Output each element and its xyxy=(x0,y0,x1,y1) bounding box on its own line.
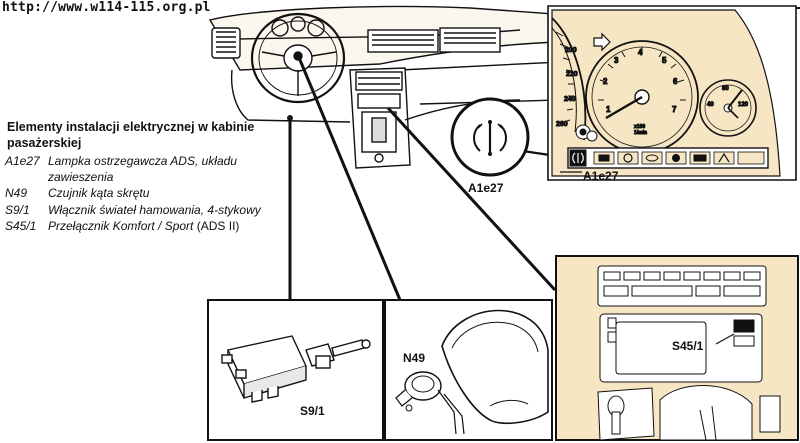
a1e27-lamp-detail: A1e27 xyxy=(450,97,530,195)
warning-lamp-strip xyxy=(567,147,769,169)
tacho-unit-rpm: 1/min xyxy=(634,130,647,136)
turn-arrow-icon xyxy=(593,32,611,52)
legend-desc: Włącznik świateł hamowania, 4-stykowy xyxy=(48,202,261,217)
tacho-unit-x100: x100 xyxy=(634,124,645,130)
reset-knob xyxy=(586,130,598,142)
center-console xyxy=(349,67,411,169)
tacho-5: 5 xyxy=(662,56,667,65)
component-legend: A1e27 Lampka ostrzegawcza ADS, układu za… xyxy=(5,154,290,236)
tacho-6: 6 xyxy=(673,77,678,86)
label-s91: S9/1 xyxy=(300,404,325,418)
source-url: http://www.w114-115.org.pl xyxy=(2,0,211,15)
legend-desc: Lampka ostrzegawcza ADS, układu zawiesze… xyxy=(48,154,237,184)
label-n49: N49 xyxy=(403,351,425,365)
tacho-7: 7 xyxy=(672,105,677,114)
legend-item-s91: S9/1 Włącznik świateł hamowania, 4-styko… xyxy=(5,203,290,219)
legend-item-a1e27: A1e27 Lampka ostrzegawcza ADS, układu za… xyxy=(5,154,290,185)
legend-code: A1e27 xyxy=(5,154,40,168)
tacho-1: 1 xyxy=(606,105,611,114)
left-vent xyxy=(211,27,241,59)
leader-s451 xyxy=(386,106,557,292)
steering-wheel-overview xyxy=(250,12,346,104)
legend-item-n49: N49 Czujnik kąta skrętu xyxy=(5,186,290,202)
temperature-gauge: 40 80 120 xyxy=(699,79,757,137)
speedo-200: 200 xyxy=(565,47,577,54)
legend-code: S45/1 xyxy=(5,219,37,233)
panel-s91-brake-switch: S9/1 xyxy=(207,299,384,441)
temp-40: 40 xyxy=(707,102,714,108)
temp-120: 120 xyxy=(738,102,749,108)
speedometer: 200 220 240 260 xyxy=(551,17,591,141)
label-s451: S45/1 xyxy=(672,339,704,353)
tacho-4: 4 xyxy=(638,48,643,57)
panel-s451-console: S45/1 xyxy=(555,255,799,441)
legend-desc: Przełącznik Komfort / Sport (ADS II) xyxy=(48,219,239,235)
legend-desc: Czujnik kąta skrętu xyxy=(48,186,150,200)
speedo-220: 220 xyxy=(566,71,578,78)
tacho-3: 3 xyxy=(614,56,619,65)
diagram-heading: Elementy instalacji elektrycznej w kabin… xyxy=(7,120,255,150)
panel-n49-steering-sensor: N49 xyxy=(384,299,553,441)
speedo-240: 240 xyxy=(564,96,576,103)
legend-code: N49 xyxy=(5,186,28,200)
speedo-260: 260 xyxy=(556,121,568,128)
center-vents xyxy=(367,27,501,53)
instrument-cluster-inset: 200 220 240 260 1 2 3 4 5 6 7 x100 1/min xyxy=(547,5,797,183)
legend-item-s451: S45/1 Przełącznik Komfort / Sport (ADS I… xyxy=(5,219,290,235)
label-a1e27-round: A1e27 xyxy=(468,181,504,195)
legend-desc-suffix: (ADS II) xyxy=(193,219,240,233)
temp-80: 80 xyxy=(722,86,729,92)
legend-desc-main: Przełącznik Komfort / Sport xyxy=(48,219,194,233)
legend-code: S9/1 xyxy=(5,202,30,217)
dashboard-overview xyxy=(208,5,561,169)
label-a1e27-cluster: A1e27 xyxy=(583,169,619,183)
leader-n49 xyxy=(298,59,402,301)
